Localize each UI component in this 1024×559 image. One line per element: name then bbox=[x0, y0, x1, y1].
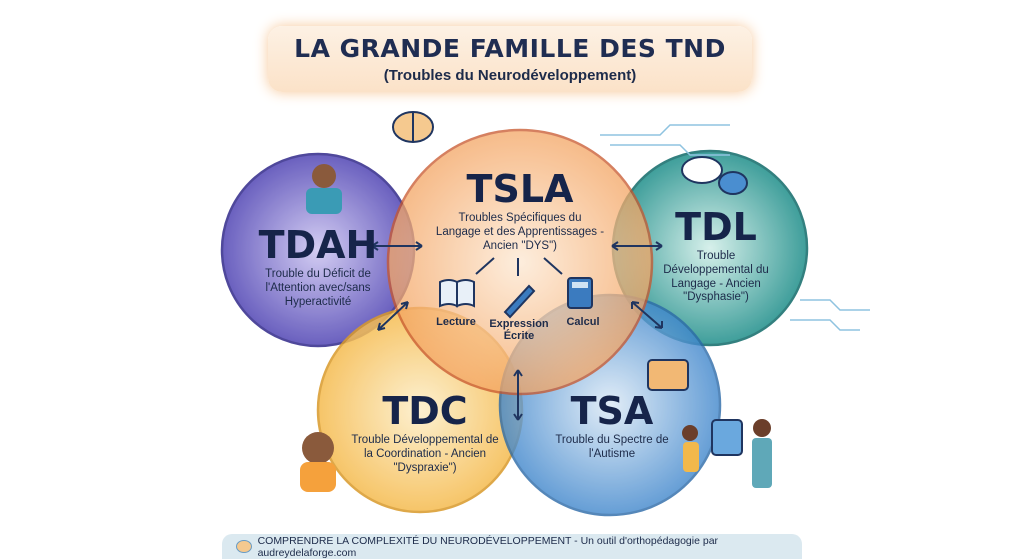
tsa-description: Trouble du Spectre de l'Autisme bbox=[555, 434, 669, 460]
book-icon bbox=[439, 279, 475, 308]
arrows bbox=[371, 241, 663, 421]
circle-tsla bbox=[386, 128, 654, 396]
tsla-item-lecture: Lecture bbox=[436, 316, 476, 328]
speech-bubble-icon bbox=[681, 156, 748, 195]
page-title: LA GRANDE FAMILLE DES TND bbox=[294, 34, 726, 63]
brain-icon bbox=[236, 540, 252, 553]
tdc-label: TDC Trouble Développemental de la Coordi… bbox=[350, 392, 500, 475]
tsa-acronym: TSA bbox=[570, 389, 654, 433]
tdah-label: TDAH Trouble du Déficit de l'Attention a… bbox=[253, 226, 383, 309]
tdah-acronym: TDAH bbox=[258, 223, 378, 267]
tsla-item-expression: Expression Écrite bbox=[489, 318, 549, 342]
calculator-icon bbox=[567, 277, 593, 309]
circuit-lines bbox=[600, 124, 870, 331]
tsla-item-calcul: Calcul bbox=[566, 316, 600, 328]
child-illustration bbox=[300, 432, 336, 492]
footer-banner: COMPRENDRE LA COMPLEXITÉ DU NEURODÉVELOP… bbox=[222, 534, 802, 559]
tsla-description: Troubles Spécifiques du Langage et des A… bbox=[435, 212, 605, 252]
title-banner: LA GRANDE FAMILLE DES TND (Troubles du N… bbox=[268, 26, 752, 92]
tdc-acronym: TDC bbox=[382, 389, 468, 433]
tsla-acronym: TSLA bbox=[466, 167, 574, 211]
people-illustration bbox=[682, 419, 772, 488]
tdl-description: Trouble Développemental du Langage - Anc… bbox=[663, 250, 769, 304]
tsla-label: TSLA Troubles Spécifiques du Langage et … bbox=[435, 170, 605, 253]
tdc-description: Trouble Développemental de la Coordinati… bbox=[351, 434, 499, 474]
tdah-description: Trouble du Déficit de l'Attention avec/s… bbox=[265, 268, 371, 308]
footer-text: COMPRENDRE LA COMPLEXITÉ DU NEURODÉVELOP… bbox=[257, 534, 719, 559]
tdl-acronym: TDL bbox=[675, 205, 757, 249]
puzzle-icon bbox=[647, 359, 743, 456]
tdl-label: TDL Trouble Développemental du Langage -… bbox=[656, 208, 776, 305]
brain-icon bbox=[392, 111, 434, 143]
tsa-label: TSA Trouble du Spectre de l'Autisme bbox=[552, 392, 672, 462]
pen-icon bbox=[503, 284, 536, 319]
page-subtitle: (Troubles du Neurodéveloppement) bbox=[383, 67, 637, 84]
student-illustration bbox=[306, 164, 342, 214]
